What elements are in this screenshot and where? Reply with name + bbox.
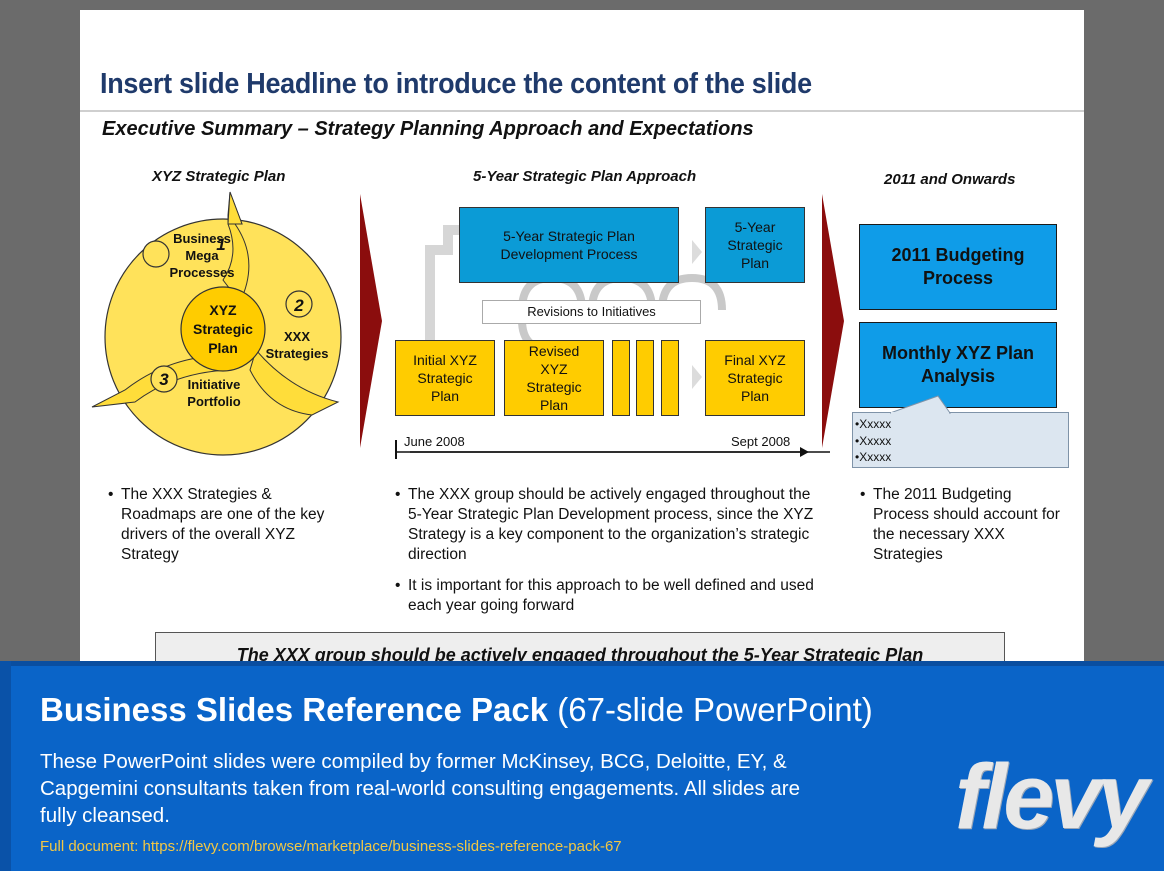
- timeline-arrow: [395, 440, 809, 459]
- banner-title-bold: Business Slides Reference Pack: [40, 691, 549, 728]
- iteration-bar-2: [636, 340, 654, 416]
- cycle-number-2: 2: [294, 296, 304, 315]
- five-year-development-process-label: 5-Year Strategic Plan Development Proces…: [500, 228, 638, 262]
- initial-plan-box: Initial XYZ Strategic Plan: [395, 340, 495, 416]
- banner-title: Business Slides Reference Pack (67-slide…: [40, 691, 873, 729]
- callout-box: •Xxxxx •Xxxxx •Xxxxx: [852, 412, 1069, 468]
- cycle-item-xxx-strategies: XXX Strategies: [265, 329, 329, 361]
- final-plan-box: Final XYZ Strategic Plan: [705, 340, 805, 416]
- bullet-item: The XXX Strategies & Roadmaps are one of…: [108, 485, 348, 565]
- monthly-analysis-box: Monthly XYZ Plan Analysis: [859, 322, 1057, 408]
- callout-item: •Xxxxx: [855, 450, 892, 464]
- right-column-title: 2011 and Onwards: [884, 171, 1016, 188]
- callout-item: •Xxxxx: [855, 433, 892, 448]
- iteration-bar-3: [661, 340, 679, 416]
- budgeting-process-label: 2011 Budgeting Process: [891, 245, 1025, 288]
- bullet-item: It is important for this approach to be …: [395, 576, 825, 616]
- cycle-diagram: [91, 191, 342, 456]
- divider-arrow-left: [360, 194, 382, 448]
- cycle-number-1: 1: [216, 235, 226, 254]
- monthly-analysis-label: Monthly XYZ Plan Analysis: [881, 343, 1034, 386]
- bullet-item: The XXX group should be actively engaged…: [395, 485, 825, 565]
- slide-headline: Insert slide Headline to introduce the c…: [100, 68, 812, 100]
- promo-banner: Business Slides Reference Pack (67-slide…: [0, 661, 1164, 871]
- revised-plan-box: Revised XYZ Strategic Plan: [504, 340, 604, 416]
- middle-column-title: 5-Year Strategic Plan Approach: [473, 168, 697, 185]
- timeline-start-label: June 2008: [404, 434, 465, 449]
- banner-document-link[interactable]: Full document: https://flevy.com/browse/…: [40, 838, 622, 855]
- final-plan-label: Final XYZ Strategic Plan: [724, 352, 786, 404]
- budgeting-process-box: 2011 Budgeting Process: [859, 224, 1057, 310]
- bullets-left: The XXX Strategies & Roadmaps are one of…: [108, 485, 348, 576]
- cycle-item-initiative-portfolio: Initiative Portfolio: [187, 377, 241, 409]
- headline-rule: [80, 110, 1084, 112]
- banner-description: These PowerPoint slides were compiled by…: [40, 750, 801, 827]
- banner-left-edge: [0, 661, 11, 871]
- callout-item: •Xxxxx: [855, 417, 892, 431]
- bullets-right: The 2011 Budgeting Process should accoun…: [860, 485, 1070, 576]
- banner-title-rest: (67-slide PowerPoint): [548, 691, 873, 728]
- bullet-item: The 2011 Budgeting Process should accoun…: [860, 485, 1070, 565]
- flevy-logo: flevy: [955, 746, 1149, 848]
- revisions-to-initiatives-box: Revisions to Initiatives: [482, 300, 701, 324]
- five-year-plan-box: 5-Year Strategic Plan: [705, 207, 805, 283]
- left-column-title: XYZ Strategic Plan: [152, 168, 286, 185]
- slide-subtitle: Executive Summary – Strategy Planning Ap…: [102, 118, 754, 140]
- callout-pointer: [890, 395, 951, 414]
- divider-arrow-right: [822, 194, 844, 448]
- cycle-number-3: 3: [159, 370, 169, 389]
- five-year-development-process-box: 5-Year Strategic Plan Development Proces…: [459, 207, 679, 283]
- cycle-item-business-mega-processes: Business Mega Processes: [169, 231, 235, 280]
- cycle-center: XYZ Strategic Plan: [193, 302, 253, 356]
- banner-top-line: [0, 661, 1164, 666]
- slide: Insert slide Headline to introduce the c…: [80, 10, 1084, 690]
- five-year-plan-label: 5-Year Strategic Plan: [727, 219, 783, 271]
- bullets-middle: The XXX group should be actively engaged…: [395, 485, 825, 627]
- initial-plan-label: Initial XYZ Strategic Plan: [413, 352, 477, 404]
- iteration-bar-1: [612, 340, 630, 416]
- revised-plan-label: Revised XYZ Strategic Plan: [526, 343, 582, 413]
- timeline-end-label: Sept 2008: [731, 434, 791, 449]
